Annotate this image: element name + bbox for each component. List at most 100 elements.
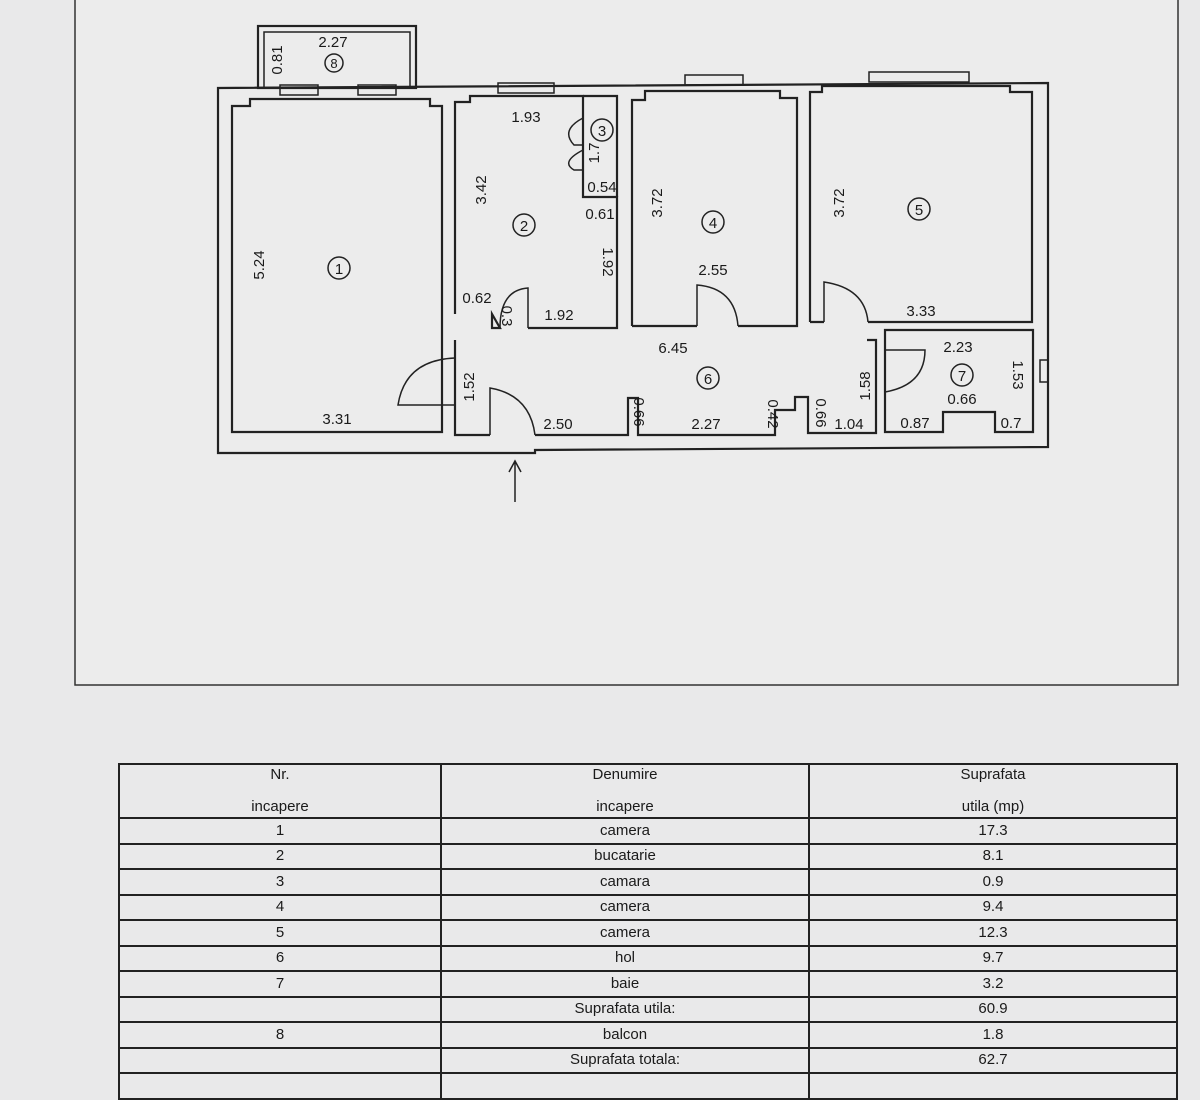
svg-text:0.66: 0.66 bbox=[630, 397, 647, 426]
svg-text:5: 5 bbox=[915, 202, 923, 219]
svg-text:0.87: 0.87 bbox=[900, 415, 929, 432]
cell-name: camera bbox=[440, 893, 810, 921]
svg-text:4: 4 bbox=[709, 215, 717, 232]
header-nr: Nr.incapere bbox=[118, 763, 442, 819]
cell-name: camara bbox=[440, 868, 810, 896]
cell-nr: 5 bbox=[118, 919, 442, 947]
room-1-walls bbox=[230, 97, 444, 434]
svg-text:0.7: 0.7 bbox=[1001, 415, 1022, 432]
room-5-walls bbox=[808, 84, 1034, 324]
cell-name: balcon bbox=[440, 1021, 810, 1049]
svg-text:3.42: 3.42 bbox=[473, 175, 490, 204]
plan-frame bbox=[74, 0, 1179, 686]
table-row bbox=[118, 1072, 1178, 1100]
svg-text:3: 3 bbox=[598, 123, 606, 140]
cell-nr: 7 bbox=[118, 970, 442, 998]
svg-text:3.33: 3.33 bbox=[906, 303, 935, 320]
svg-text:0.62: 0.62 bbox=[462, 290, 491, 307]
table-row: Suprafata utila:60.9 bbox=[118, 995, 1178, 1023]
cell-area: 17.3 bbox=[808, 817, 1178, 845]
svg-text:5.24: 5.24 bbox=[251, 250, 268, 279]
room-2-door bbox=[499, 287, 529, 329]
cell-name: Suprafata totala: bbox=[440, 1046, 810, 1074]
cell-name: baie bbox=[440, 970, 810, 998]
room-4-door bbox=[696, 284, 739, 327]
cell-name: bucatarie bbox=[440, 842, 810, 870]
room-4-walls bbox=[630, 89, 799, 328]
svg-text:1.58: 1.58 bbox=[857, 371, 874, 400]
room-1-door bbox=[397, 357, 456, 406]
svg-text:1.53: 1.53 bbox=[1009, 360, 1026, 389]
cell-nr: 1 bbox=[118, 817, 442, 845]
svg-text:0.66: 0.66 bbox=[947, 391, 976, 408]
cell-area: 1.8 bbox=[808, 1021, 1178, 1049]
svg-text:3.72: 3.72 bbox=[831, 188, 848, 217]
svg-text:7: 7 bbox=[958, 368, 966, 385]
cell-nr bbox=[118, 995, 442, 1023]
svg-text:8: 8 bbox=[330, 56, 337, 71]
svg-text:2.55: 2.55 bbox=[698, 262, 727, 279]
cell-nr: 6 bbox=[118, 944, 442, 972]
svg-text:6.45: 6.45 bbox=[658, 340, 687, 357]
windows bbox=[279, 71, 1049, 383]
svg-text:1.52: 1.52 bbox=[461, 372, 478, 401]
table-row: Suprafata totala:62.7 bbox=[118, 1046, 1178, 1074]
floor-plan: 8 1 2 3 4 5 6 7 2.27 0.81 5.24 3.31 1.93… bbox=[74, 0, 1179, 686]
svg-text:1.93: 1.93 bbox=[511, 109, 540, 126]
cell-area: 62.7 bbox=[808, 1046, 1178, 1074]
cell-area: 8.1 bbox=[808, 842, 1178, 870]
svg-text:3.31: 3.31 bbox=[322, 411, 351, 428]
cell-area: 0.9 bbox=[808, 868, 1178, 896]
hall-walls bbox=[453, 338, 878, 437]
room-3-walls bbox=[583, 94, 619, 197]
svg-text:3.72: 3.72 bbox=[649, 188, 666, 217]
cell-nr bbox=[118, 1046, 442, 1074]
svg-text:1.7: 1.7 bbox=[586, 143, 603, 164]
room-5-door bbox=[823, 281, 869, 323]
svg-text:0.54: 0.54 bbox=[587, 179, 616, 196]
balcony-inner bbox=[263, 31, 411, 89]
cell-name: Suprafata utila: bbox=[440, 995, 810, 1023]
entry-arrow-icon bbox=[508, 459, 522, 502]
outer-wall bbox=[216, 81, 1050, 455]
svg-text:0.61: 0.61 bbox=[585, 206, 614, 223]
svg-text:2.27: 2.27 bbox=[691, 416, 720, 433]
cell-name: camera bbox=[440, 817, 810, 845]
room-numbers: 8 1 2 3 4 5 6 7 bbox=[324, 53, 974, 390]
cell-nr: 8 bbox=[118, 1021, 442, 1049]
bath-door bbox=[884, 349, 926, 393]
svg-text:2.23: 2.23 bbox=[943, 339, 972, 356]
svg-text:1.92: 1.92 bbox=[599, 247, 616, 276]
cell-area: 9.7 bbox=[808, 944, 1178, 972]
cell-name: hol bbox=[440, 944, 810, 972]
svg-text:1: 1 bbox=[335, 261, 343, 278]
svg-text:1.04: 1.04 bbox=[834, 416, 863, 433]
closet-door bbox=[567, 117, 584, 171]
svg-text:2.50: 2.50 bbox=[543, 416, 572, 433]
svg-text:0.66: 0.66 bbox=[812, 398, 829, 427]
cell-nr: 4 bbox=[118, 893, 442, 921]
room-7-walls bbox=[883, 328, 1035, 434]
cell-area: 12.3 bbox=[808, 919, 1178, 947]
svg-text:0.3: 0.3 bbox=[498, 306, 515, 327]
entry-door bbox=[489, 387, 536, 436]
svg-text:0.81: 0.81 bbox=[269, 45, 286, 74]
cell-area: 60.9 bbox=[808, 995, 1178, 1023]
svg-text:1.92: 1.92 bbox=[544, 307, 573, 324]
svg-text:6: 6 bbox=[704, 371, 712, 388]
cell-area: 3.2 bbox=[808, 970, 1178, 998]
svg-text:0.42: 0.42 bbox=[764, 399, 781, 428]
svg-text:2.27: 2.27 bbox=[318, 34, 347, 51]
